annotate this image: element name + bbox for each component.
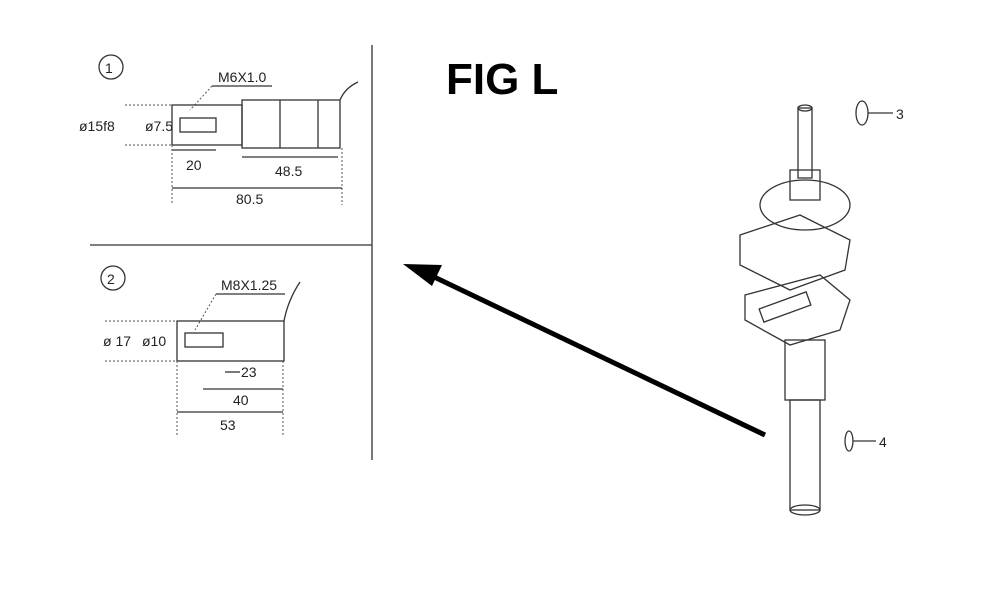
detail-1-dim-b: 48.5 [275,163,302,179]
detail-2-dim-total: 53 [220,417,236,433]
detail-1-dim-total: 80.5 [236,191,263,207]
detail-1-number: 1 [105,60,113,76]
detail-2-dim-a: 23 [241,364,257,380]
detail-2-thread: M8X1.25 [221,277,277,293]
detail-2-inner-diameter: ø10 [142,333,166,349]
callout-3-label: 3 [896,106,904,122]
detail-2: 2 M8X1.25 ø 17 ø10 23 40 53 [100,265,301,435]
detail-2-dim-b: 40 [233,392,249,408]
callout-4: 4 [844,430,887,452]
callout-3: 3 [855,100,904,126]
detail-2-badge [100,265,126,291]
detail-1-thread: M6X1.0 [218,69,266,85]
figure-title: FIG L [446,55,558,104]
detail-1-badge [98,54,124,80]
detail-2-number: 2 [107,271,115,287]
detail-1-outer-diameter: ø15f8 [79,118,115,134]
detail-1-dim-a: 20 [186,157,202,173]
detail-2-outer-diameter: ø 17 [103,333,131,349]
detail-1-inner-diameter: ø7.5 [145,118,173,134]
crankshaft-illustration [739,104,851,516]
pointer-arrow [403,264,767,438]
detail-1: 1 M6X1.0 ø15f8 ø7.5 20 48.5 80.5 [79,54,359,207]
callout-4-label: 4 [879,434,887,450]
